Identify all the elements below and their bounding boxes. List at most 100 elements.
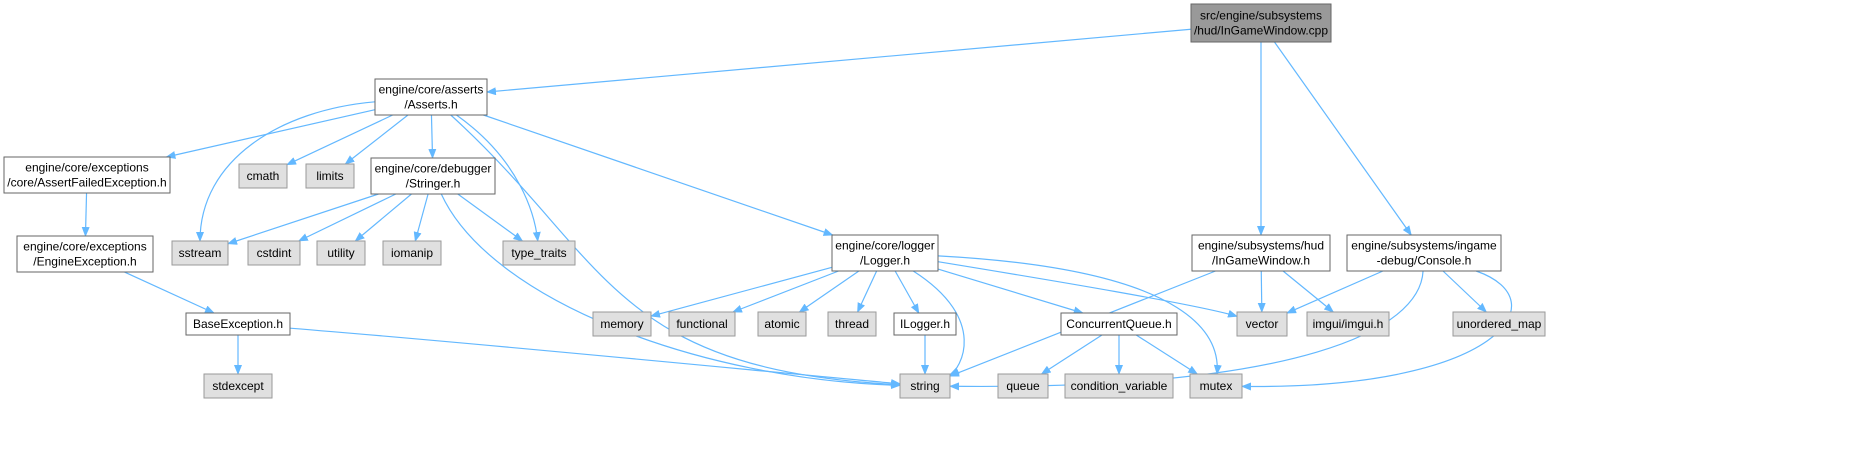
edge-asserts-to-stringer	[428, 114, 437, 159]
node-label-assertfailed-1: /core/AssertFailedException.h	[7, 176, 166, 190]
node-box-string	[899, 373, 951, 399]
node-box-sstream	[171, 240, 229, 266]
edge-stringer-to-cstdint	[297, 193, 397, 242]
node-label-typetraits-0: type_traits	[511, 246, 566, 260]
node-label-memory-0: memory	[600, 317, 643, 331]
node-ilogger[interactable]: ILogger.h	[893, 312, 957, 336]
node-label-atomic-0: atomic	[764, 317, 799, 331]
node-box-ilogger	[893, 312, 957, 336]
node-label-logger-0: engine/core/logger	[835, 239, 934, 253]
node-label-concurrentqueue-0: ConcurrentQueue.h	[1066, 317, 1171, 331]
node-label-imgui-0: imgui/imgui.h	[1313, 317, 1384, 331]
node-box-baseexc	[185, 312, 291, 336]
node-box-cstdint	[247, 240, 301, 266]
edge-asserts-to-limits	[344, 114, 409, 165]
node-box-unorderedmap	[1452, 311, 1546, 337]
node-memory: memory	[592, 311, 652, 337]
edge-logger-to-vector	[937, 261, 1238, 318]
edge-asserts-to-cmath	[286, 114, 393, 166]
node-label-vector-0: vector	[1246, 317, 1279, 331]
edge-root-to-console	[1273, 41, 1412, 236]
edge-console-to-unorderedmap	[1442, 270, 1488, 313]
edge-root-to-asserts	[486, 28, 1192, 96]
node-functional: functional	[668, 311, 736, 337]
node-cmath: cmath	[238, 163, 288, 189]
node-label-mutex-0: mutex	[1200, 379, 1233, 393]
node-imgui: imgui/imgui.h	[1306, 311, 1390, 337]
node-label-string-0: string	[910, 379, 939, 393]
edge-stringer-to-typetraits	[457, 193, 524, 242]
edge-logger-to-atomic	[798, 270, 860, 313]
nodes-layer: src/engine/subsystems/hud/InGameWindow.c…	[3, 3, 1546, 399]
node-atomic: atomic	[757, 311, 807, 337]
node-box-condvar	[1064, 373, 1174, 399]
node-typetraits: type_traits	[502, 240, 576, 266]
node-label-cstdint-0: cstdint	[257, 246, 292, 260]
edge-concurrentqueue-to-mutex	[1135, 334, 1199, 375]
edge-concurrentqueue-to-queue	[1040, 334, 1103, 375]
node-box-logger	[831, 234, 939, 272]
edge-assertfailed-to-engineexc	[81, 192, 90, 237]
node-label-stdexcept-0: stdexcept	[212, 379, 264, 393]
node-box-functional	[668, 311, 736, 337]
node-cstdint: cstdint	[247, 240, 301, 266]
node-label-root-1: /hud/InGameWindow.cpp	[1194, 24, 1328, 38]
edge-console-to-vector	[1286, 270, 1384, 314]
node-stringer[interactable]: engine/core/debugger/Stringer.h	[370, 157, 496, 195]
node-box-asserts	[374, 78, 488, 116]
node-label-ilogger-0: ILogger.h	[900, 317, 950, 331]
node-box-ingamewindow	[1191, 234, 1331, 272]
node-label-console-1: -debug/Console.h	[1377, 254, 1472, 268]
node-assertfailed[interactable]: engine/core/exceptions/core/AssertFailed…	[3, 156, 171, 194]
node-box-thread	[827, 311, 877, 337]
node-box-queue	[997, 373, 1049, 399]
node-box-utility	[316, 240, 366, 266]
node-label-engineexc-1: /EngineException.h	[33, 255, 136, 269]
edge-console-to-mutex	[1241, 270, 1513, 391]
node-box-engineexc	[16, 235, 154, 273]
node-logger[interactable]: engine/core/logger/Logger.h	[831, 234, 939, 272]
node-label-condvar-0: condition_variable	[1071, 379, 1168, 393]
node-label-limits-0: limits	[316, 169, 343, 183]
node-label-utility-0: utility	[327, 246, 354, 260]
node-console[interactable]: engine/subsystems/ingame-debug/Console.h	[1346, 234, 1502, 272]
edge-logger-to-concurrentqueue	[937, 268, 1084, 315]
node-utility: utility	[316, 240, 366, 266]
node-thread: thread	[827, 311, 877, 337]
node-root[interactable]: src/engine/subsystems/hud/InGameWindow.c…	[1190, 3, 1332, 43]
edges-layer	[81, 28, 1513, 391]
node-box-memory	[592, 311, 652, 337]
edge-ingamewindow-to-vector	[1257, 270, 1266, 313]
node-label-thread-0: thread	[835, 317, 869, 331]
node-box-typetraits	[502, 240, 576, 266]
edge-asserts-to-sstream	[196, 101, 376, 242]
edge-logger-to-memory	[650, 266, 833, 318]
node-stdexcept: stdexcept	[203, 373, 273, 399]
edge-asserts-to-logger	[483, 114, 834, 236]
edge-logger-to-thread	[857, 270, 878, 313]
node-sstream: sstream	[171, 240, 229, 266]
node-label-iomanip-0: iomanip	[391, 246, 433, 260]
node-asserts[interactable]: engine/core/asserts/Asserts.h	[374, 78, 488, 116]
node-box-limits	[305, 163, 355, 189]
node-label-assertfailed-0: engine/core/exceptions	[25, 161, 148, 175]
node-engineexc[interactable]: engine/core/exceptions/EngineException.h	[16, 235, 154, 273]
node-vector: vector	[1236, 311, 1288, 337]
node-queue: queue	[997, 373, 1049, 399]
node-concurrentqueue[interactable]: ConcurrentQueue.h	[1060, 312, 1178, 336]
edge-ingamewindow-to-imgui	[1282, 270, 1335, 313]
node-label-functional-0: functional	[676, 317, 727, 331]
edge-asserts-to-assertfailed	[165, 109, 376, 159]
edge-asserts-to-string	[450, 114, 901, 389]
node-ingamewindow[interactable]: engine/subsystems/hud/InGameWindow.h	[1191, 234, 1331, 272]
node-baseexc[interactable]: BaseException.h	[185, 312, 291, 336]
node-limits: limits	[305, 163, 355, 189]
edge-engineexc-to-baseexc	[124, 271, 215, 314]
node-string: string	[899, 373, 951, 399]
edge-stringer-to-iomanip	[413, 193, 429, 242]
node-box-atomic	[757, 311, 807, 337]
edge-baseexc-to-string	[289, 327, 901, 387]
edge-logger-to-functional	[731, 270, 839, 313]
node-box-assertfailed	[3, 156, 171, 194]
